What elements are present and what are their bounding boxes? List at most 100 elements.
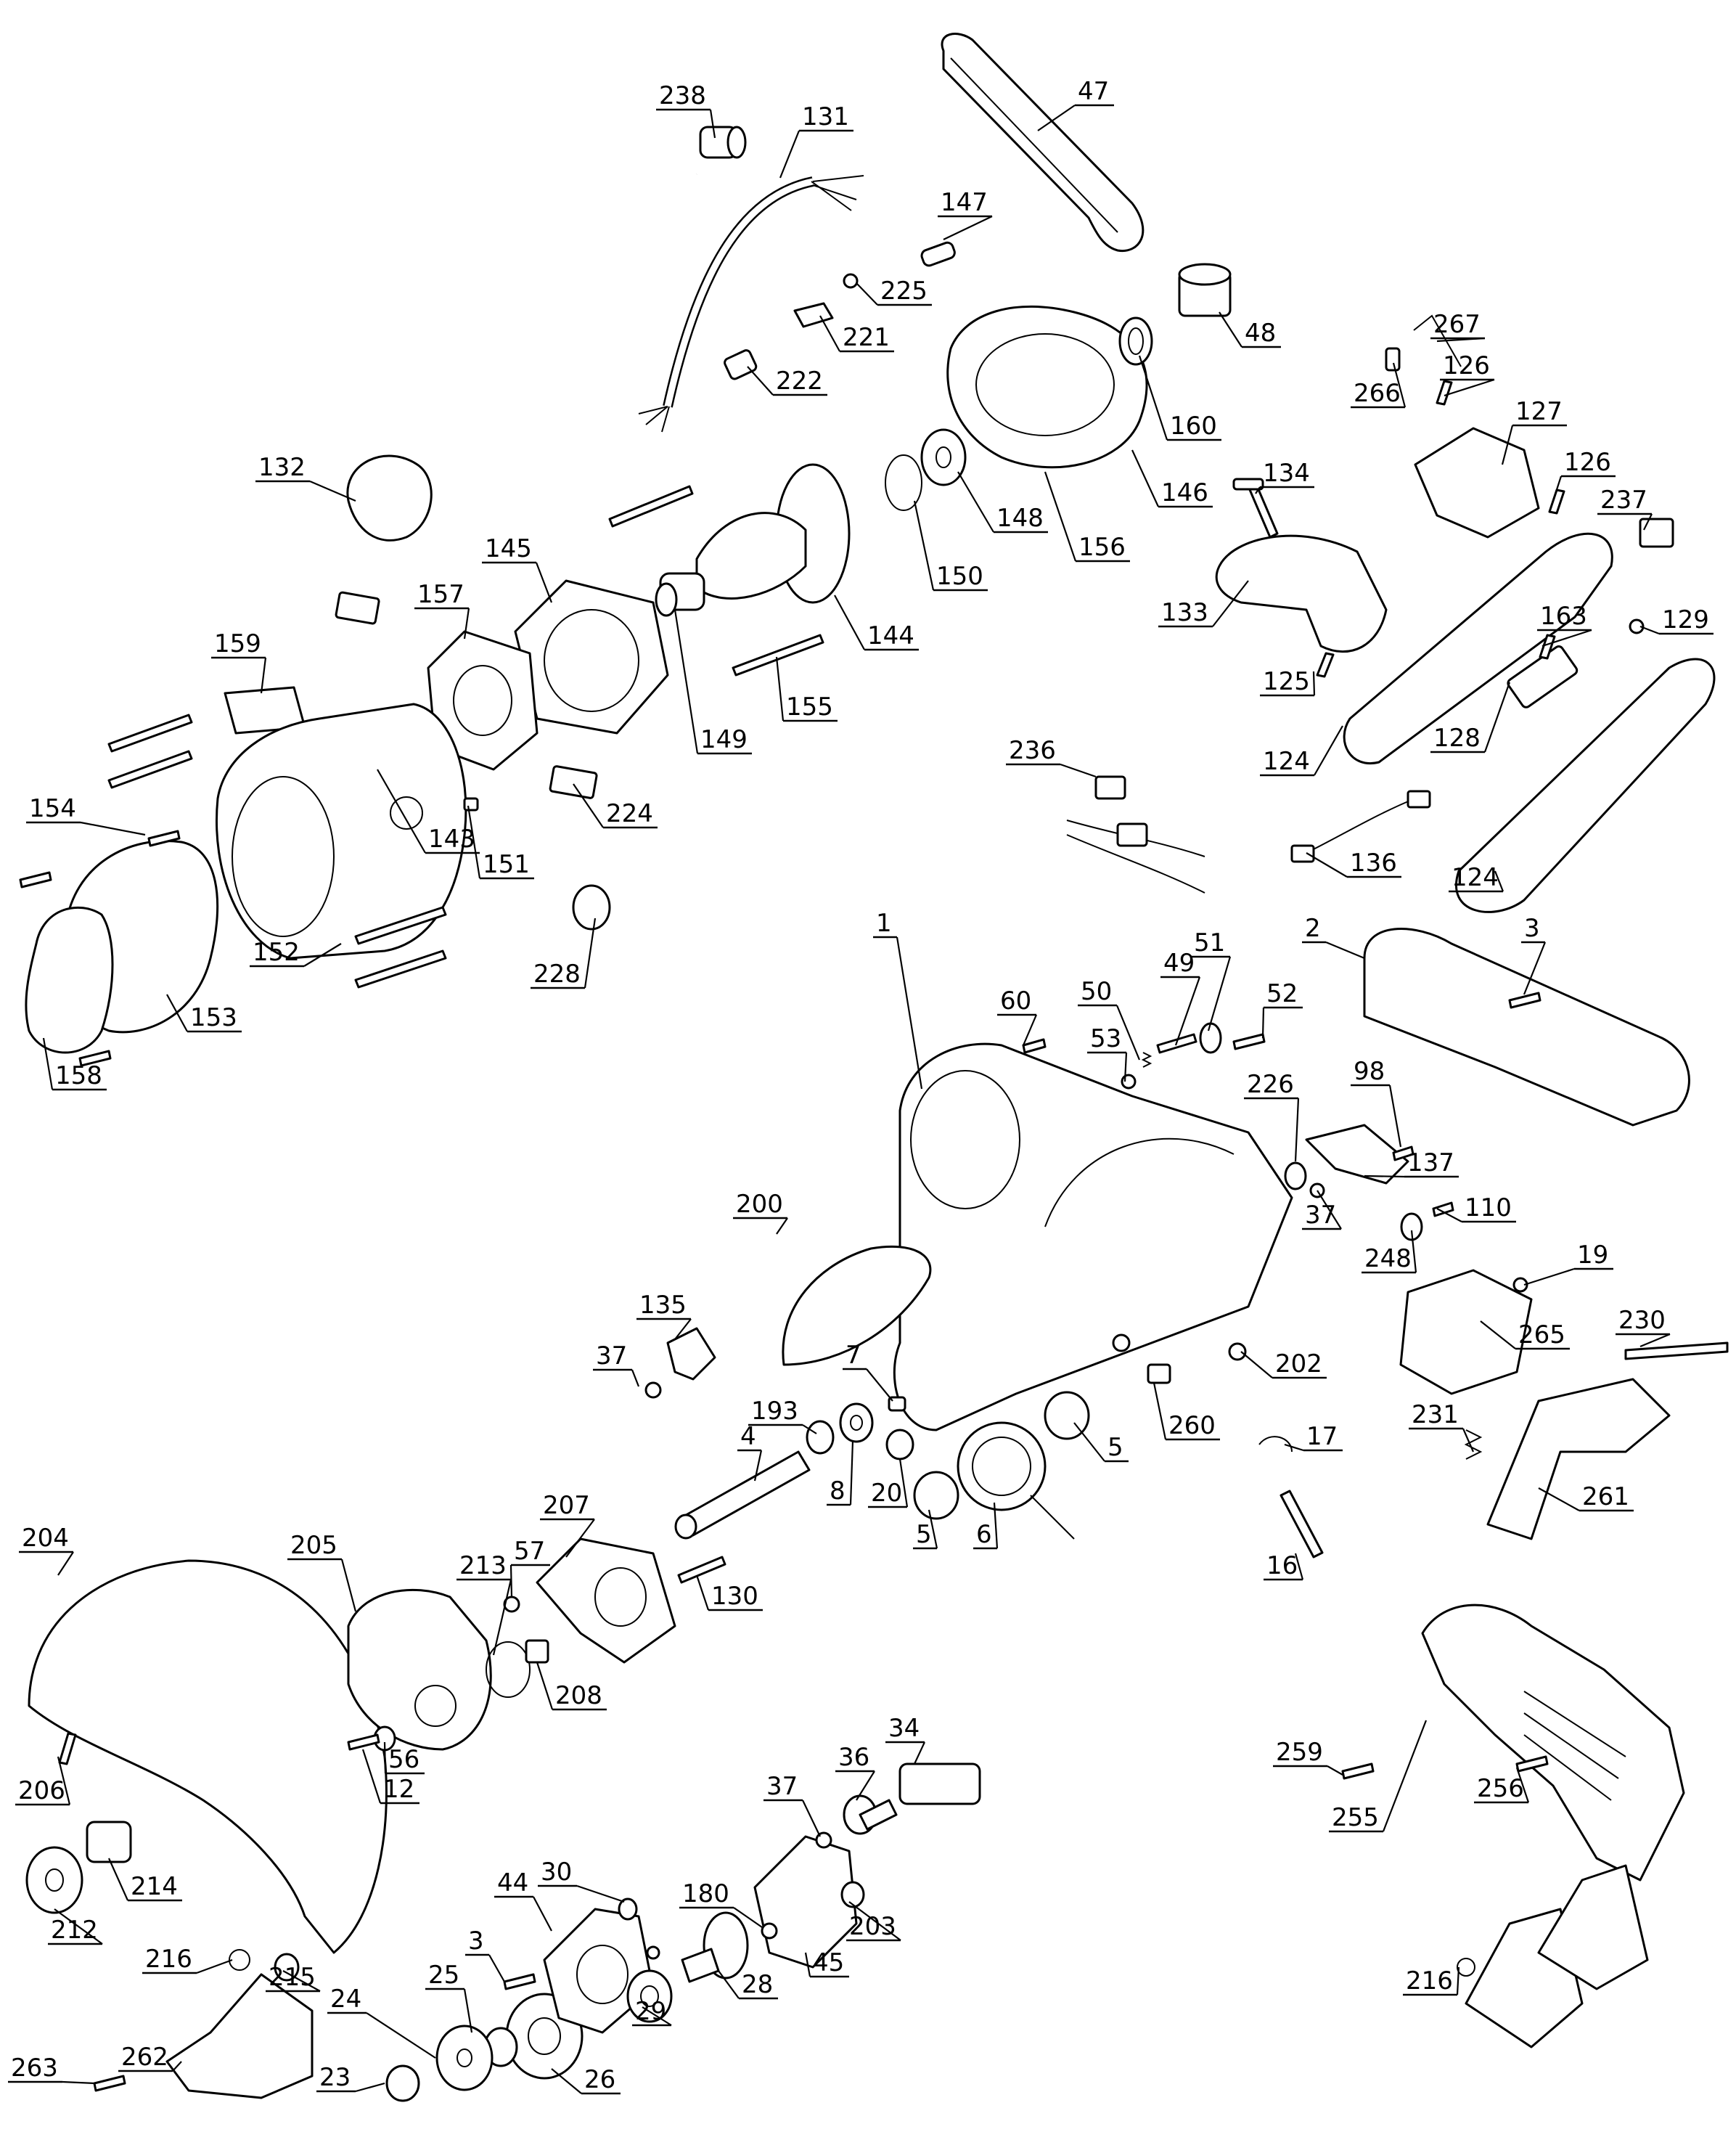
motor-housing-143 [216,703,467,960]
callout-leader [1022,1014,1038,1046]
screw-125 [1316,652,1335,678]
callout-number: 230 [1618,1306,1666,1335]
callout-leader [1643,513,1653,531]
callout-number: 126 [1564,448,1611,477]
callout-5: 5 [913,1509,938,1550]
callout-number: 110 [1465,1193,1512,1222]
callout-number: 163 [1540,602,1587,631]
ring-213 [486,1641,531,1698]
callout-number: 213 [459,1551,507,1580]
callout-150: 150 [913,500,988,592]
callout-128: 128 [1430,682,1511,753]
callout-number: 154 [29,794,76,823]
callout-leader [1317,1190,1342,1230]
callout-leader [1639,625,1660,635]
callout-number: 155 [786,693,833,722]
callout-36: 36 [835,1743,875,1801]
callout-133: 133 [1158,580,1249,628]
callout-8: 8 [827,1440,854,1506]
lever-137 [1305,1124,1409,1185]
callout-leader [866,1368,893,1402]
callout-137: 137 [1364,1148,1459,1178]
callout-leader [753,1450,763,1482]
callout-leader [282,1970,321,1992]
callout-number: 225 [880,277,928,306]
callout-37: 37 [763,1772,821,1837]
callout-number: 236 [1009,736,1056,765]
callout-215: 215 [266,1963,321,1993]
callout-leader [1501,425,1514,465]
callout-leader [1314,725,1343,776]
callout-225: 225 [856,277,932,306]
washer-215 [274,1953,300,1982]
callout-53: 53 [1087,1024,1128,1082]
callout-leader [673,609,699,754]
bushing-5-left [913,1471,959,1520]
callout-number: 157 [417,580,464,609]
callout-leader [361,1749,382,1804]
callout-number: 52 [1266,979,1298,1008]
callout-157: 157 [414,580,470,640]
callout-number: 36 [838,1743,869,1772]
callout-126: 126 [1440,351,1495,397]
retaining-ring-150 [885,454,922,511]
callout-leader [565,1519,595,1558]
lower-guard-204 [28,1559,388,1954]
callout-number: 263 [11,2054,58,2083]
clip-221 [793,302,834,328]
callout-212: 212 [48,1908,103,1945]
callout-154: 154 [26,794,146,836]
callout-leader [1639,1333,1671,1348]
callout-37: 37 [593,1341,640,1387]
callout-leader [1410,1230,1417,1273]
callout-221: 221 [819,315,894,353]
callout-leader [1523,1267,1575,1286]
shaft-34 [859,1762,981,1831]
blade-200 [782,1245,932,1366]
callout-number: 146 [1161,478,1208,507]
callout-leader [819,315,840,352]
callout-207: 207 [540,1491,595,1558]
callout-34: 34 [885,1714,925,1765]
callout-202: 202 [1240,1349,1327,1379]
callout-number: 216 [145,1945,192,1974]
nut-53 [1121,1074,1137,1090]
callout-number: 25 [428,1961,459,1990]
trigger-133 [1215,534,1388,653]
callout-160: 160 [1138,355,1221,441]
spring-231 [1464,1429,1483,1460]
bearing-148 [920,428,967,486]
callout-leader [804,1952,811,1977]
callout-230: 230 [1616,1306,1671,1348]
callout-number: 143 [428,825,475,854]
callout-124: 124 [1260,725,1343,777]
callout-49: 49 [1160,949,1201,1046]
callout-leader [1494,870,1504,892]
callout-216: 216 [142,1945,233,1974]
callout-260: 260 [1152,1382,1220,1441]
callout-leader [913,500,935,591]
callout-144: 144 [834,595,919,651]
spring-50 [1141,1052,1152,1068]
callout-leader [1392,362,1407,408]
bearing-160 [1118,316,1153,366]
lock-265 [1399,1269,1533,1395]
callout-number: 158 [55,1061,102,1090]
callout-leader [802,1799,821,1837]
callout-206: 206 [15,1756,71,1806]
callout-number: 145 [485,534,532,563]
callout-number: 45 [813,1948,844,1977]
callout-228: 228 [531,918,597,989]
callout-leader [584,918,597,989]
callout-number: 50 [1081,977,1112,1006]
callout-16: 16 [1264,1551,1304,1581]
callout-number: 44 [497,1868,528,1897]
screw-3-top [1508,992,1541,1009]
screw-130 [677,1556,726,1584]
callout-leader [1306,852,1348,878]
pulley-48 [1178,263,1232,317]
callout-leader [849,1440,854,1506]
callout-236: 236 [1006,736,1097,778]
callout-132: 132 [255,453,356,502]
callout-159: 159 [211,629,267,694]
